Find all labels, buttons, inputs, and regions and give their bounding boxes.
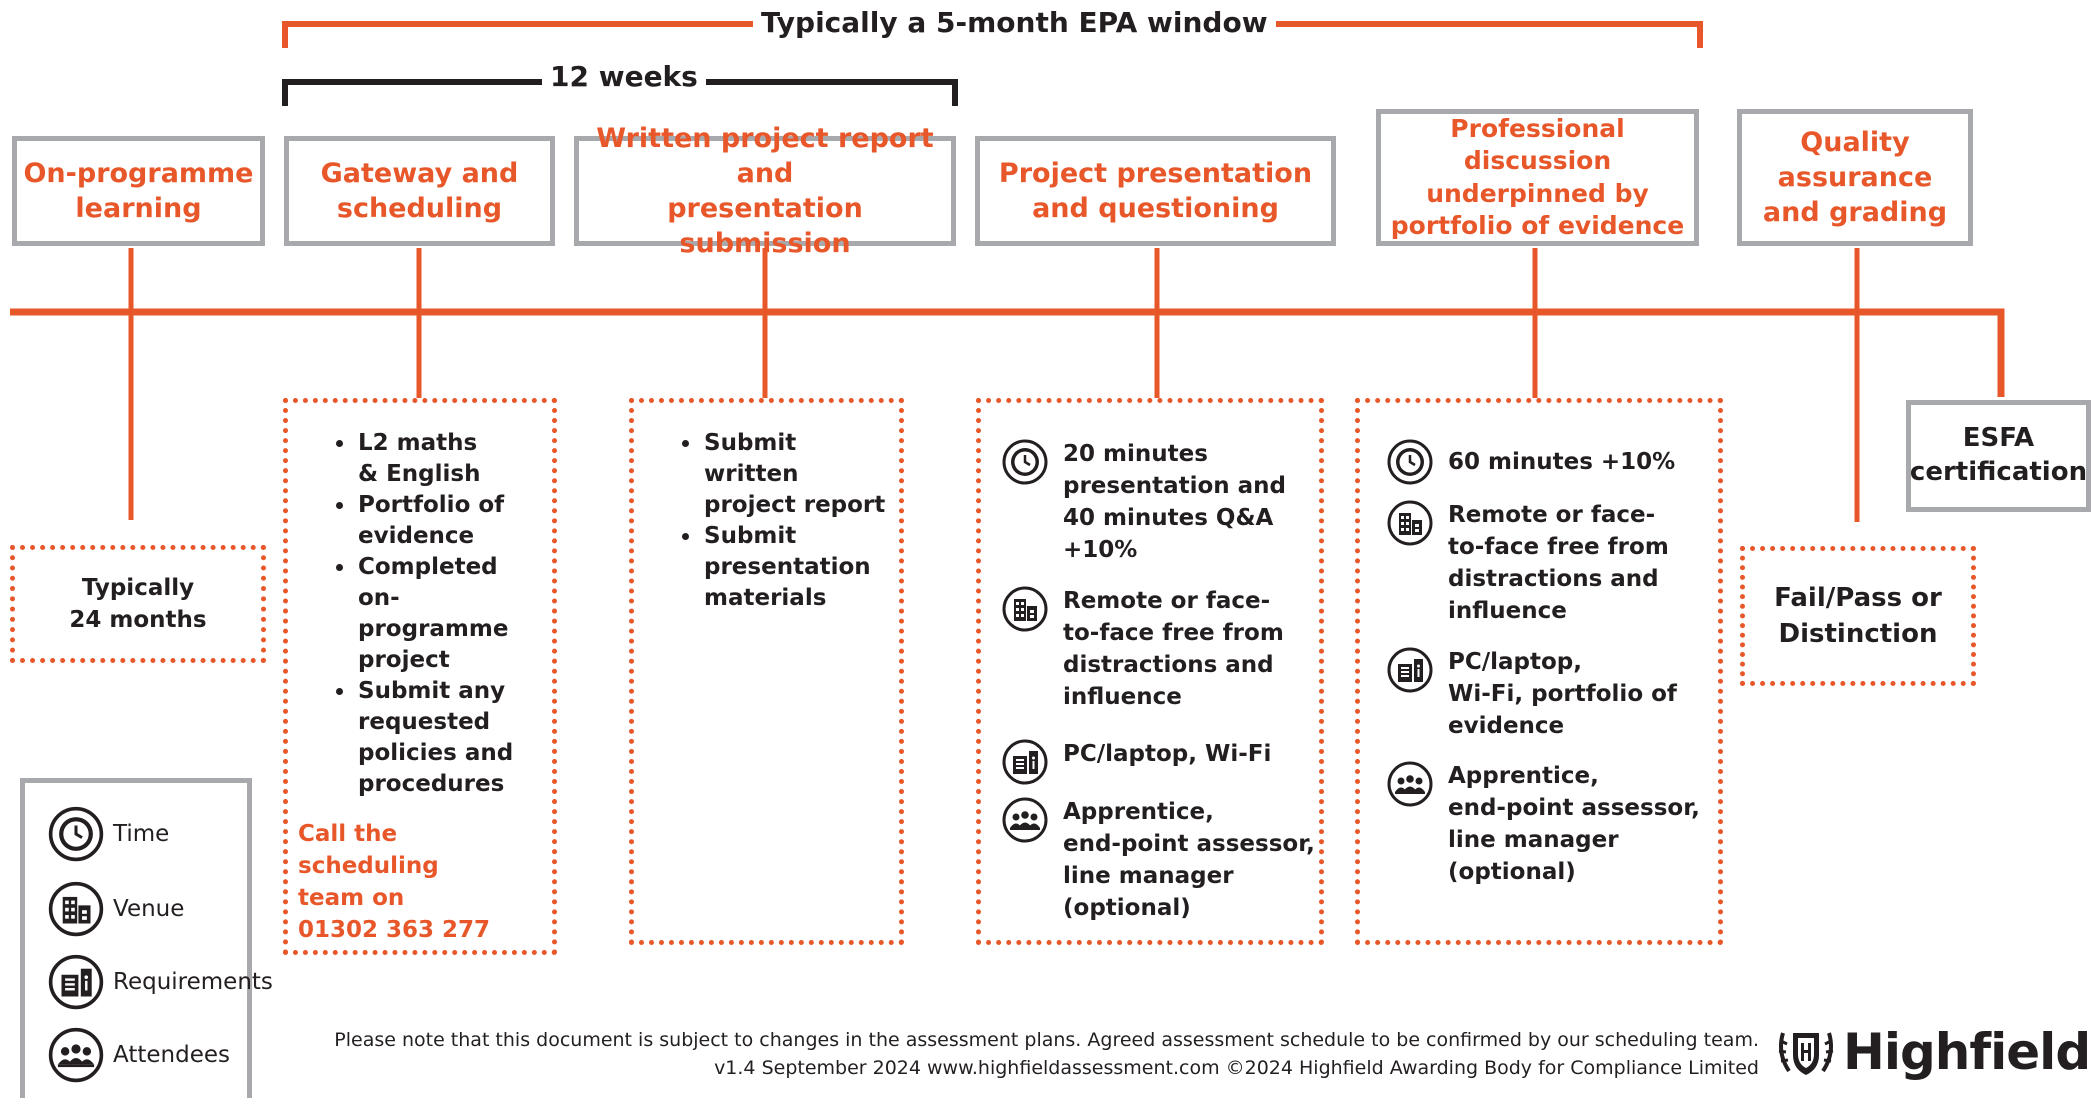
clock-icon (1001, 438, 1049, 486)
building-icon (1386, 499, 1434, 547)
legend-requirements: Requirements (47, 953, 273, 1011)
footer-version-copyright: v1.4 September 2024 www.highfieldassessm… (714, 1057, 1759, 1079)
icon-legend: Time Venue Requirements Attendees (20, 778, 273, 1098)
building-icon (1001, 585, 1049, 633)
building-icon (47, 880, 105, 938)
requirements-icon (1386, 646, 1434, 694)
legend-venue: Venue (47, 880, 184, 938)
legend-time: Time (47, 805, 169, 863)
discussion-attendees-row: Apprentice,end-point assessor,line manag… (1386, 760, 1700, 888)
legend-attendees: Attendees (47, 1026, 230, 1084)
attendees-icon (1386, 760, 1434, 808)
attendees-icon (47, 1026, 105, 1084)
presentation-requirements-row: PC/laptop, Wi-Fi (1001, 738, 1271, 786)
footer-notes: Please note that this document is subjec… (259, 1026, 1759, 1082)
epa-window-label: Typically a 5-month EPA window (753, 9, 1276, 37)
main-timeline (10, 308, 2005, 397)
discussion-time-row: 60 minutes +10% (1386, 438, 1675, 486)
highfield-crest-icon (1775, 1023, 1837, 1081)
clock-icon (1386, 438, 1434, 486)
discussion-details-box: 60 minutes +10% Remote or face-to-face f… (1355, 398, 1723, 945)
list-item: L2 maths& English (356, 428, 552, 490)
presentation-attendees-row: Apprentice,end-point assessor,line manag… (1001, 796, 1315, 924)
requirements-icon (1001, 738, 1049, 786)
attendees-icon (1001, 796, 1049, 844)
requirements-icon (47, 953, 105, 1011)
clock-icon (47, 805, 105, 863)
scheduling-phone-number: 01302 363 277 (298, 917, 491, 943)
footer-disclaimer: Please note that this document is subjec… (334, 1029, 1759, 1051)
highfield-logo: Highfield (1775, 1022, 2091, 1082)
twelve-weeks-label: 12 weeks (542, 63, 706, 91)
